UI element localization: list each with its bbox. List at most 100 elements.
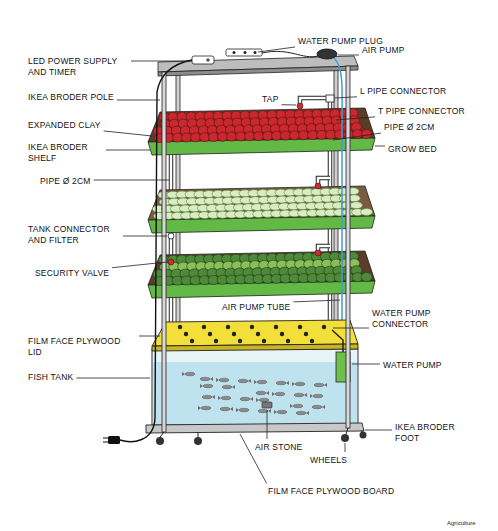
fish	[294, 393, 307, 397]
front-pole	[346, 66, 350, 428]
power-strip	[226, 49, 262, 56]
lid-hole	[184, 332, 188, 336]
part-label: FILM FACE PLYWOOD BOARD	[268, 486, 394, 497]
part-label: AIR PUMP TUBE	[222, 302, 290, 313]
plant	[245, 132, 255, 141]
fish	[256, 398, 269, 402]
lid-hole	[250, 325, 254, 329]
pump-pipe	[332, 330, 343, 354]
fish	[222, 385, 235, 389]
plant	[209, 132, 219, 141]
part-label: IKEA BRODER FOOT	[395, 422, 470, 443]
leader-line	[336, 117, 375, 120]
fish	[218, 396, 231, 400]
grow-bed	[148, 186, 375, 233]
fish	[258, 409, 271, 413]
grow-bed	[148, 108, 375, 155]
plant	[361, 272, 372, 281]
lid-hole	[274, 325, 278, 329]
fish	[290, 404, 303, 408]
part-label: AIR STONE	[255, 442, 302, 453]
fish	[296, 411, 309, 415]
leader-line	[365, 430, 392, 431]
leader-line	[94, 180, 169, 181]
plant	[350, 202, 362, 209]
lid-hole	[286, 339, 290, 343]
part-label: L PIPE CONNECTOR	[360, 86, 446, 97]
leader-line	[112, 262, 167, 268]
fish	[200, 384, 213, 388]
tank-connector	[168, 233, 174, 239]
part-label: LED POWER SUPPLY AND TIMER	[28, 56, 128, 77]
power-cable	[120, 60, 192, 442]
part-label: SECURITY VALVE	[35, 268, 109, 279]
fish	[272, 392, 285, 396]
plant	[290, 131, 300, 140]
fish	[202, 395, 215, 399]
plant	[299, 131, 309, 140]
part-label: TANK CONNECTOR AND FILTER	[28, 224, 120, 245]
part-label: FISH TANK	[28, 372, 73, 383]
fish-tank	[152, 349, 358, 425]
fish	[274, 410, 287, 414]
lid-hole	[190, 339, 194, 343]
socket	[233, 51, 236, 54]
fish	[216, 378, 229, 382]
lid-hole	[232, 332, 236, 336]
part-label: AIR PUMP	[362, 45, 405, 56]
fish	[198, 406, 211, 410]
plant	[317, 130, 327, 139]
leader-line	[333, 328, 369, 329]
lid-hole	[262, 339, 266, 343]
tank-lid	[152, 320, 358, 346]
tap	[315, 250, 321, 256]
fish	[276, 381, 289, 385]
fish	[236, 408, 249, 412]
tank-lid-edge	[152, 344, 358, 351]
fish	[240, 397, 253, 401]
leader-line	[139, 336, 160, 337]
water	[153, 362, 357, 424]
socket	[254, 51, 257, 54]
lid-hole	[238, 339, 242, 343]
leader-line	[293, 300, 340, 302]
plant	[281, 131, 291, 140]
part-label: T PIPE CONNECTOR	[378, 106, 465, 117]
air-pump	[317, 49, 337, 59]
fish	[238, 379, 251, 383]
base-board	[146, 423, 364, 433]
leader-line	[335, 97, 357, 98]
top-panel-edge	[158, 66, 358, 76]
lid-hole	[202, 325, 206, 329]
lid-hole	[178, 325, 182, 329]
plant	[227, 132, 237, 141]
socket	[244, 51, 247, 54]
part-label: TAP	[262, 94, 279, 105]
part-label: FILM FACE PLYWOOD LID	[28, 336, 136, 357]
air-stone	[262, 402, 272, 408]
plant	[362, 129, 372, 138]
lid-hole	[208, 332, 212, 336]
lid-hole	[214, 339, 218, 343]
leader-line	[338, 55, 359, 56]
leader-line	[333, 133, 381, 140]
lid-hole	[280, 332, 284, 336]
part-label: PIPE Ø 2CM	[40, 176, 91, 187]
leader-line	[76, 378, 150, 379]
plug-prongs	[103, 438, 108, 442]
leader-line	[267, 410, 268, 439]
plant	[218, 132, 228, 141]
plant	[173, 133, 183, 142]
grow-bed	[148, 251, 375, 298]
plant	[254, 132, 264, 141]
fish	[314, 383, 327, 387]
leader-line	[117, 100, 160, 101]
plant	[236, 132, 246, 141]
plant	[308, 131, 318, 140]
leader-line	[352, 364, 380, 365]
power-supply	[192, 56, 214, 64]
leader-line	[123, 236, 167, 237]
part-label: EXPANDED CLAY	[28, 120, 101, 131]
tap	[297, 103, 303, 109]
